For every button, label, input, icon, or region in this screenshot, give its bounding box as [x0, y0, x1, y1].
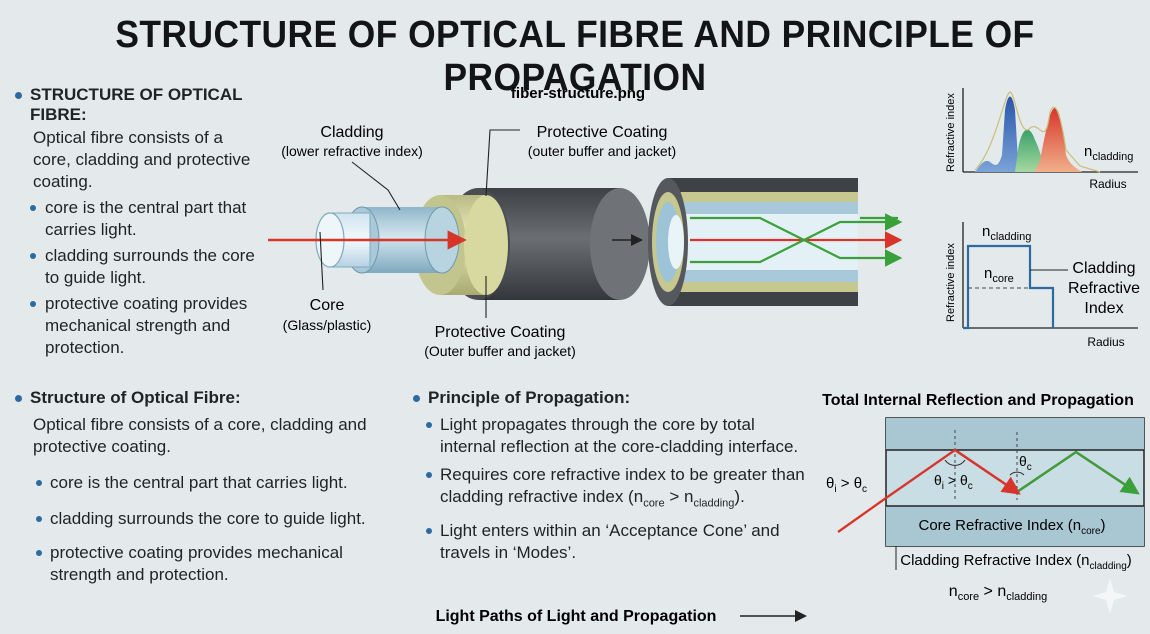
fiber-cutaway: [648, 178, 858, 306]
sparkle-icon: [1092, 578, 1128, 614]
cladding-sublabel: (lower refractive index): [281, 143, 423, 159]
graph-step-xlabel: Radius: [1087, 335, 1124, 349]
graph-top-ylabel: Refractive index: [945, 93, 957, 172]
diagram-filename: fiber-structure.png: [511, 85, 645, 102]
core-label: Core: [310, 297, 345, 314]
graph-top-curve-label: ncladding: [1084, 143, 1133, 163]
cladding-label: Cladding: [320, 124, 383, 141]
n-core-label: ncore: [984, 265, 1014, 285]
step-profile-line: [963, 246, 1053, 328]
graph-step-ylabel: Refractive index: [945, 243, 957, 322]
core-sublabel: (Glass/plastic): [283, 317, 372, 333]
coating-top-sublabel: (outer buffer and jacket): [528, 143, 676, 159]
n-cladding-label: ncladding: [982, 223, 1031, 243]
tir-index-relation: ncore > ncladding: [949, 583, 1047, 603]
graph-top-xlabel: Radius: [1089, 177, 1126, 191]
footer-caption: Light Paths of Light and Propagation: [436, 608, 717, 625]
profile-peak: [1035, 108, 1082, 172]
tir-cladding-label: Cladding Refractive Index (ncladding): [900, 552, 1132, 572]
tir-title: Total Internal Reflection and Propagatio…: [822, 392, 1134, 409]
coating-top-label: Protective Coating: [537, 124, 668, 141]
theta-i-gt-theta-c-outer: θi > θc: [826, 475, 867, 495]
coating-bottom-sublabel: (Outer buffer and jacket): [424, 343, 575, 359]
coating-bottom-label: Protective Coating: [435, 324, 566, 341]
